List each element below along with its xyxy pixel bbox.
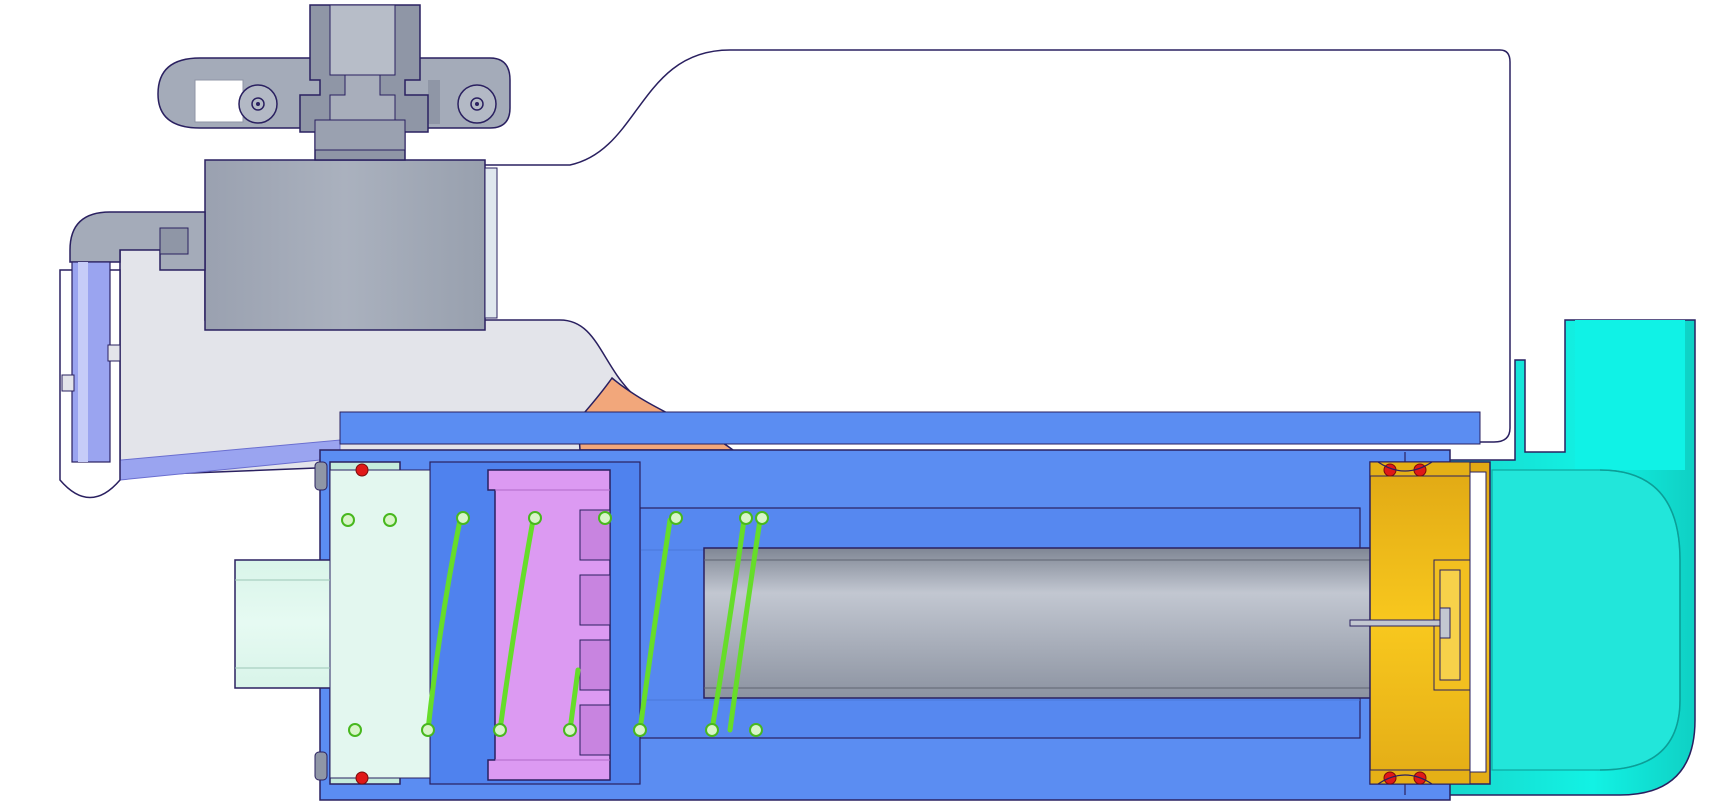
end-cap	[1349, 461, 1491, 785]
vertical-hose-barb	[59, 261, 121, 499]
solenoid-valve	[69, 4, 511, 331]
return-springs	[349, 517, 763, 733]
outlet-elbow	[1439, 319, 1696, 796]
piston-rod	[703, 547, 1435, 699]
inlet-fitting	[234, 461, 431, 785]
housing-shell	[319, 49, 1511, 443]
piston	[487, 469, 611, 781]
seal-retainers	[1377, 452, 1433, 795]
spring-coil-ends	[341, 511, 769, 737]
